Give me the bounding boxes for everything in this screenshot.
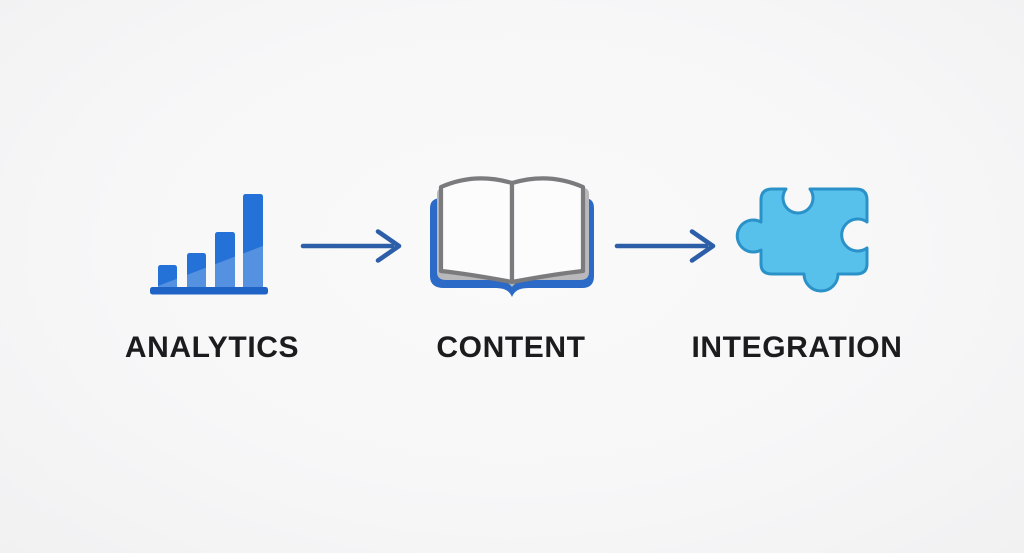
book-left-page xyxy=(438,176,515,285)
bar-chart-baseline xyxy=(150,287,268,295)
open-book-icon xyxy=(427,170,599,304)
step-label-analytics: ANALYTICS xyxy=(124,331,300,364)
bar-chart-icon xyxy=(150,192,268,296)
step-label-integration: INTEGRATION xyxy=(691,331,903,364)
puzzle-piece-shape xyxy=(735,187,869,293)
arrow-right-icon xyxy=(300,224,404,268)
book-right-page xyxy=(509,176,586,285)
arrow-right-icon xyxy=(614,224,718,268)
bar-group xyxy=(158,194,263,289)
puzzle-piece-icon xyxy=(734,184,874,296)
step-label-content: CONTENT xyxy=(436,331,586,364)
